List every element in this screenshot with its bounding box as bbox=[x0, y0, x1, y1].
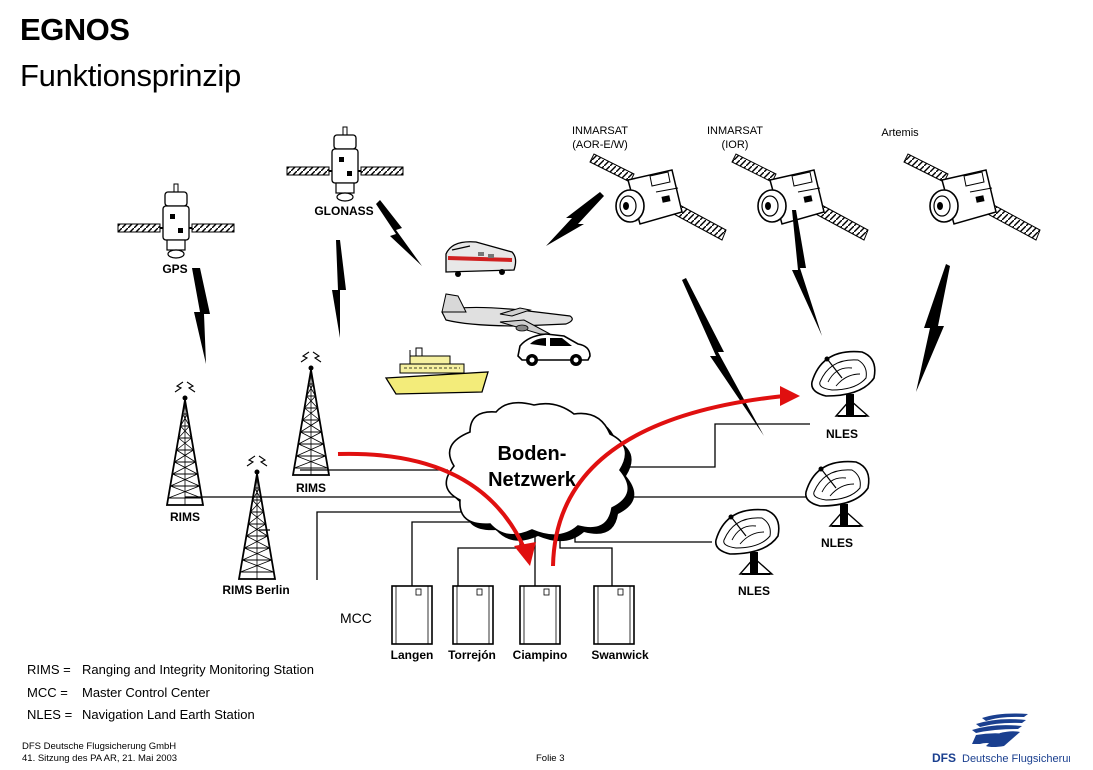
cloud-label-line2: Netzwerk bbox=[488, 469, 577, 491]
mcc-cabinet-ciampino-icon bbox=[519, 585, 561, 645]
page-subtitle: Funktionsprinzip bbox=[20, 58, 241, 93]
nles-top-label: NLES bbox=[826, 427, 858, 441]
inmarsat-aor-label-line2: (AOR-E/W) bbox=[572, 139, 628, 151]
rims-tower-left-icon bbox=[166, 381, 204, 506]
signal-bolt-icon bbox=[332, 240, 346, 338]
mcc-cabinet-langen-icon bbox=[391, 585, 433, 645]
page-title: EGNOS bbox=[20, 12, 130, 47]
artemis-label: Artemis bbox=[881, 127, 919, 139]
mcc-cabinet-swanwick-icon bbox=[593, 585, 635, 645]
gps-satellite-icon bbox=[117, 183, 235, 259]
mcc-to-nles-arrow bbox=[551, 394, 785, 567]
rims-tower-berlin-icon bbox=[238, 455, 276, 580]
signal-bolt-icon bbox=[546, 192, 604, 246]
ship-icon bbox=[384, 347, 489, 395]
dfs-logo: DFS Deutsche Flugsicherung bbox=[932, 713, 1070, 765]
legend-abbr: NLES = bbox=[27, 707, 73, 722]
arrowhead-icon bbox=[780, 386, 800, 406]
legend-row: RIMS = Ranging and Integrity Monitoring … bbox=[27, 662, 314, 685]
page-number: Folie 3 bbox=[536, 753, 565, 764]
footer-meeting: 41. Sitzung des PA AR, 21. Mai 2003 bbox=[22, 753, 178, 764]
rims-left-label: RIMS bbox=[170, 510, 200, 524]
footer-info: DFS Deutsche Flugsicherung GmbH 41. Sitz… bbox=[22, 741, 177, 765]
car-icon bbox=[517, 333, 591, 366]
artemis-satellite-icon bbox=[903, 153, 1041, 241]
legend-text: Navigation Land Earth Station bbox=[82, 707, 255, 722]
signal-bolt-icon bbox=[192, 268, 210, 364]
mcc-center-label: Ciampino bbox=[513, 648, 568, 662]
legend-text: Ranging and Integrity Monitoring Station bbox=[82, 662, 314, 677]
dfs-swoosh-icon bbox=[972, 713, 1028, 747]
signal-bolt-icon bbox=[376, 200, 422, 266]
inmarsat-ior-label-line1: INMARSAT bbox=[707, 125, 763, 137]
mcc-cabinet-torrejon-icon bbox=[452, 585, 494, 645]
nles-dish-mid-icon bbox=[804, 460, 870, 527]
nles-mid-label: NLES bbox=[821, 536, 853, 550]
mcc-center-label: Torrejón bbox=[448, 648, 496, 662]
legend-row: MCC = Master Control Center bbox=[27, 685, 314, 708]
legend: RIMS = Ranging and Integrity Monitoring … bbox=[27, 662, 314, 730]
nles-dish-bottom-icon bbox=[714, 508, 780, 575]
legend-row: NLES = Navigation Land Earth Station bbox=[27, 707, 314, 730]
nles-dish-top-icon bbox=[810, 350, 876, 417]
rims-mid-label: RIMS bbox=[296, 481, 326, 495]
legend-text: Master Control Center bbox=[82, 684, 210, 700]
rims-to-mcc-arrow bbox=[337, 451, 526, 549]
cloud-label-line1: Boden- bbox=[498, 443, 567, 465]
airplane-icon bbox=[441, 293, 573, 335]
rims-tower-mid-icon bbox=[292, 351, 330, 476]
inmarsat-ior-satellite-icon bbox=[731, 153, 869, 241]
mcc-label: MCC bbox=[340, 610, 372, 626]
signal-bolt-icon bbox=[916, 264, 950, 392]
legend-abbr: MCC = bbox=[27, 684, 68, 700]
logo-abbr: DFS bbox=[932, 751, 956, 765]
glonass-label: GLONASS bbox=[314, 204, 373, 218]
data-flow-arrows bbox=[337, 386, 800, 567]
arrowhead-icon bbox=[514, 542, 536, 566]
network-cloud: Boden- Netzwerk bbox=[445, 401, 635, 542]
rims-berlin-label: RIMS Berlin bbox=[222, 583, 289, 597]
legend-abbr: RIMS = bbox=[27, 662, 71, 677]
signal-bolt-icon bbox=[682, 278, 764, 436]
mcc-center-label: Swanwick bbox=[591, 648, 649, 662]
signal-bolts bbox=[192, 192, 950, 436]
footer-org: DFS Deutsche Flugsicherung GmbH bbox=[22, 741, 177, 752]
inmarsat-ior-label-line2: (IOR) bbox=[722, 139, 749, 151]
train-icon bbox=[445, 241, 517, 277]
gps-label: GPS bbox=[162, 262, 187, 276]
inmarsat-aor-label-line1: INMARSAT bbox=[572, 125, 628, 137]
glonass-satellite-icon bbox=[286, 126, 404, 202]
network-lines bbox=[185, 423, 810, 595]
inmarsat-aor-satellite-icon bbox=[589, 153, 727, 241]
nles-bottom-label: NLES bbox=[738, 584, 770, 598]
signal-bolt-icon bbox=[792, 210, 822, 336]
logo-name: Deutsche Flugsicherung bbox=[962, 753, 1070, 765]
mcc-center-label: Langen bbox=[391, 648, 434, 662]
